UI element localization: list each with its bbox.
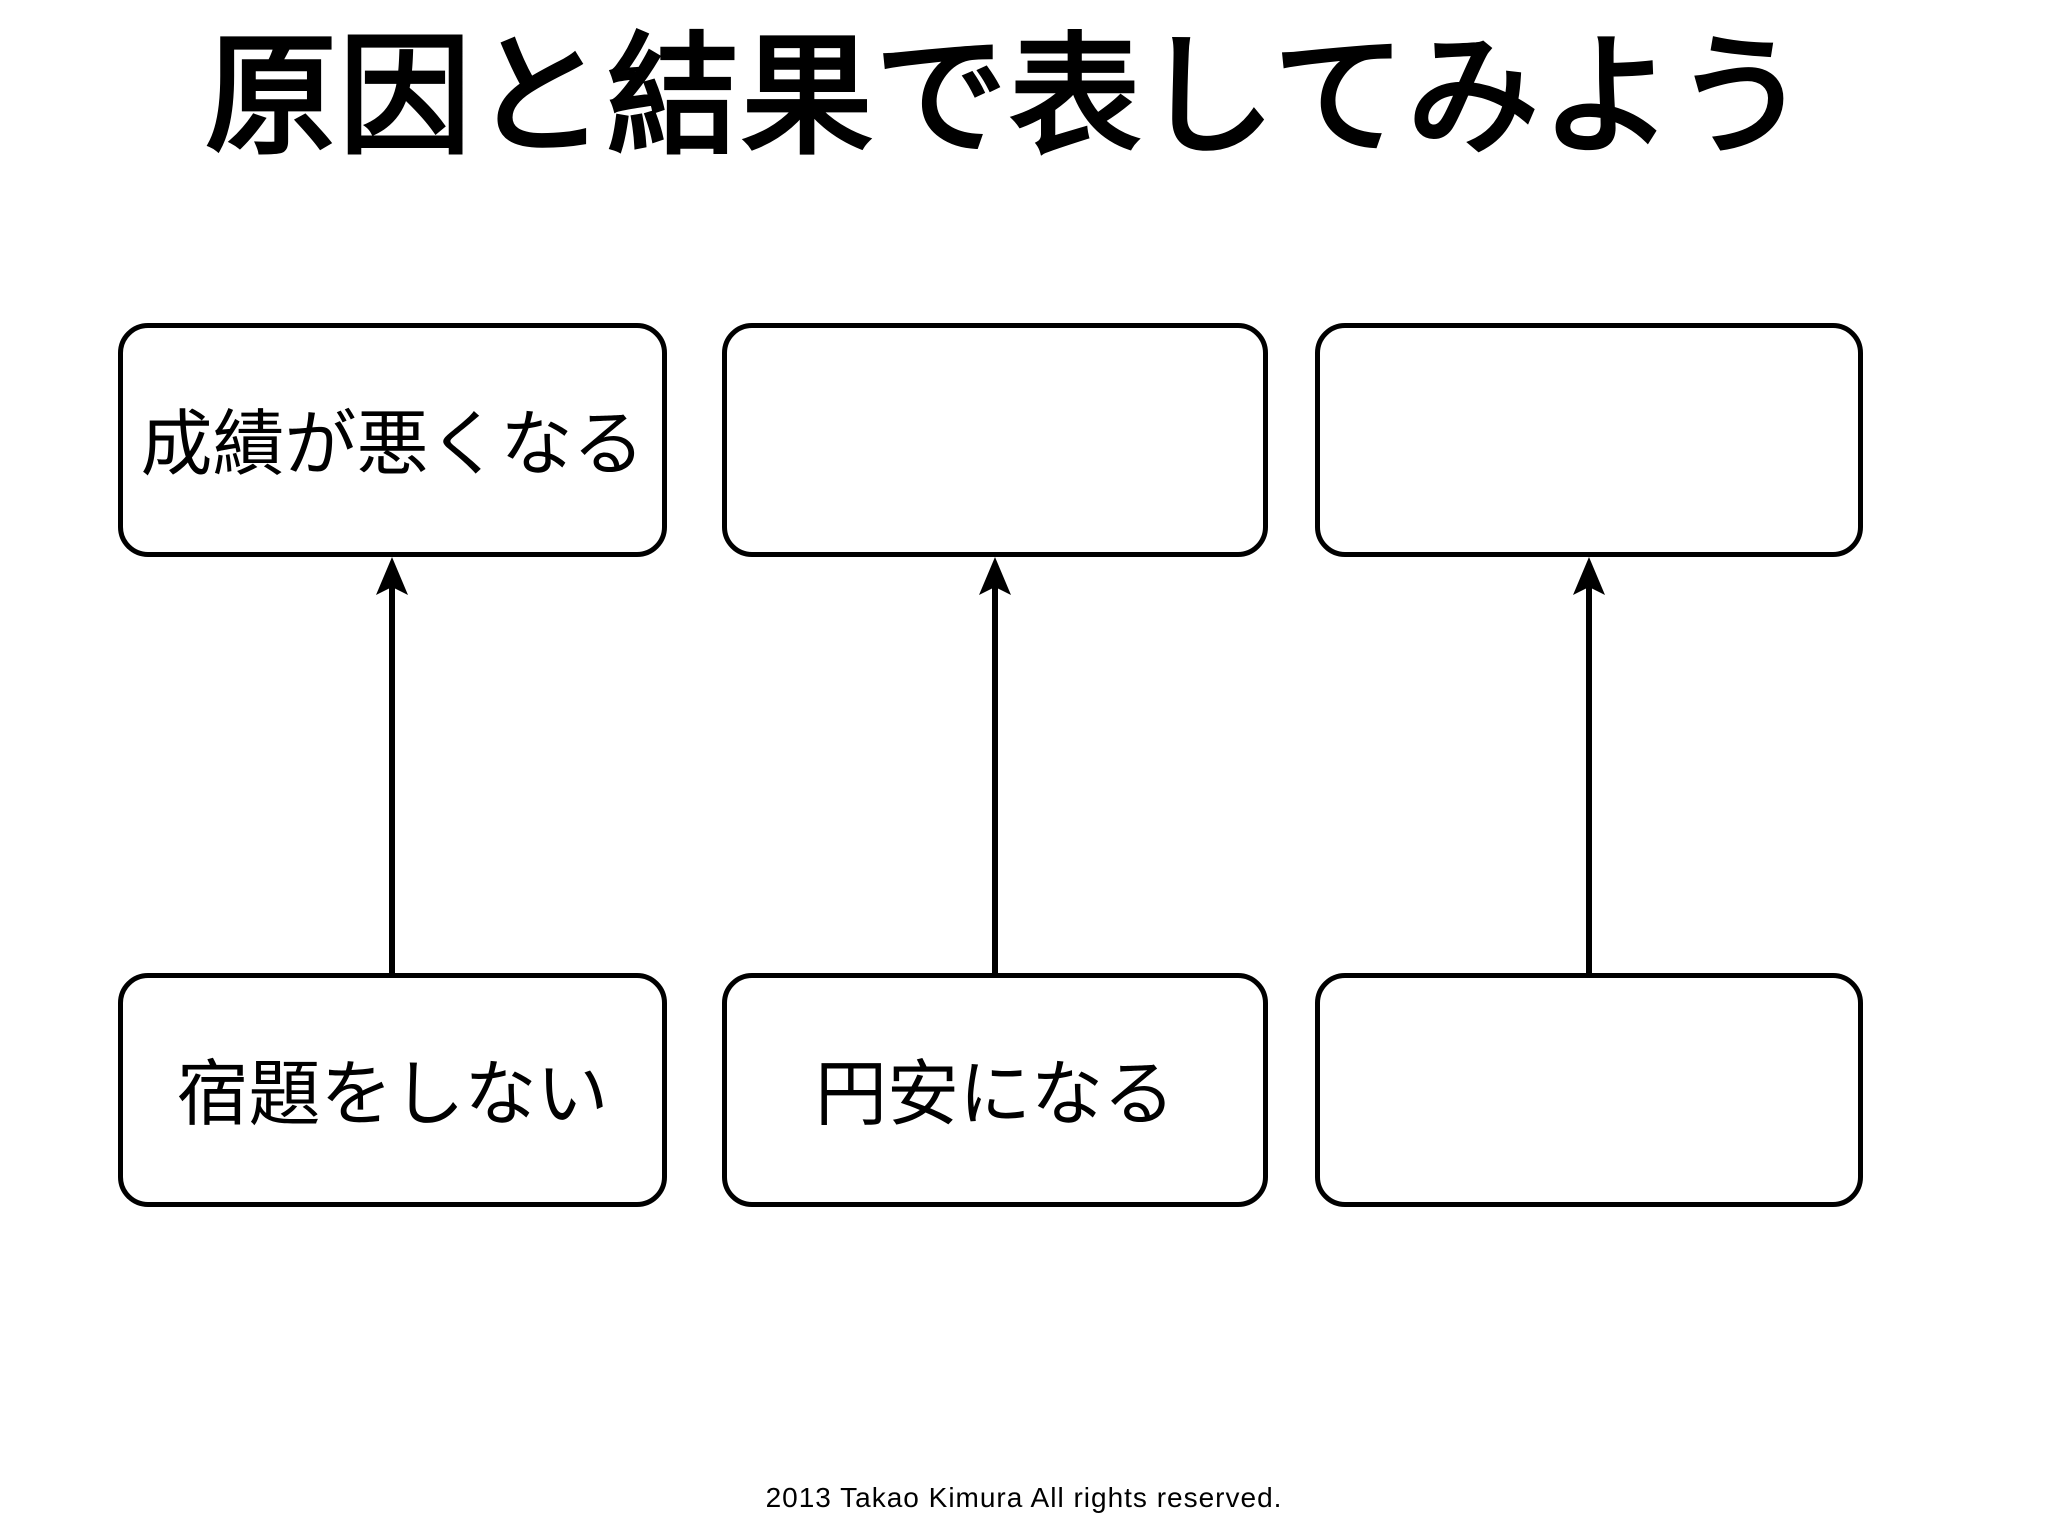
- up-arrow-icon: [376, 557, 408, 973]
- cause-box-2: 円安になる: [722, 973, 1268, 1207]
- up-arrow-icon: [1573, 557, 1605, 973]
- copyright-footer: 2013 Takao Kimura All rights reserved.: [765, 1482, 1283, 1513]
- cause-box-1-label: 宿題をしない: [176, 1055, 609, 1135]
- up-arrow-icon: [979, 557, 1011, 973]
- effect-box-3: [1315, 323, 1863, 557]
- cause-box-1: 宿題をしない: [118, 973, 667, 1207]
- effect-box-1: 成績が悪くなる: [118, 323, 667, 557]
- effect-box-2: [722, 323, 1268, 557]
- slide-title: 原因と結果で表してみよう: [205, 23, 1810, 170]
- cause-box-3: [1315, 973, 1863, 1207]
- cause-box-2-label: 円安になる: [814, 1055, 1175, 1135]
- effect-box-1-label: 成績が悪くなる: [140, 405, 645, 485]
